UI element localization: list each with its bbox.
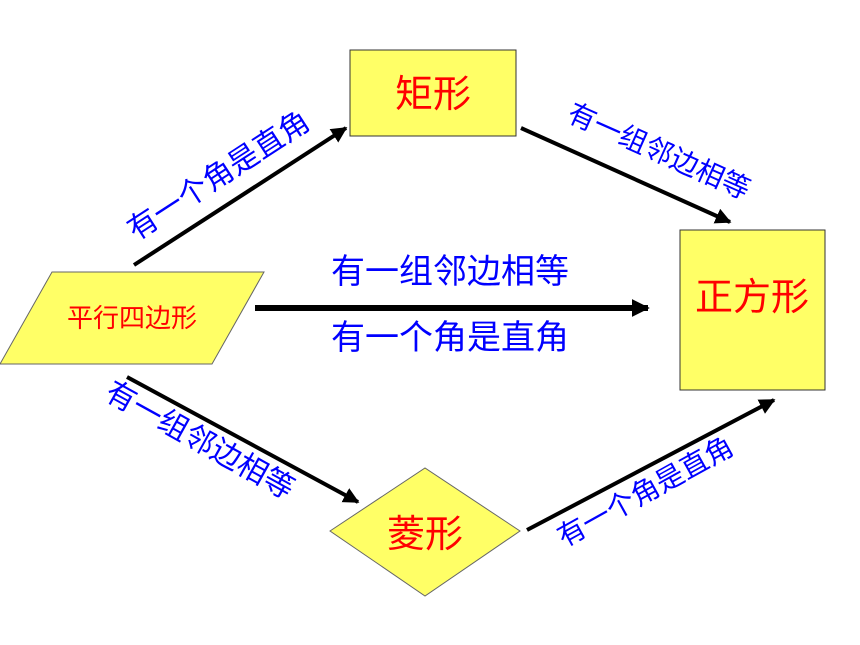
edge-label-para-to-square-line1: 有一组邻边相等	[331, 252, 569, 292]
arrow-rhombus-to-square	[526, 398, 776, 532]
arrow-para-to-rect	[132, 126, 348, 267]
rhombus-label: 菱形	[387, 512, 463, 556]
rectangle-shape	[349, 49, 517, 137]
edge-label-para-to-rect: 有一个角是直角	[121, 104, 316, 248]
edge-label-para-to-square-line2: 有一个角是直角	[331, 318, 569, 358]
edge-label-para-to-rhombus: 有一组邻边相等	[99, 374, 300, 506]
rhombus-shape	[329, 467, 521, 597]
parallelogram-label: 平行四边形	[67, 304, 197, 334]
parallelogram-shape	[0, 271, 265, 365]
arrow-rect-to-square	[520, 126, 732, 224]
edge-label-rhombus-to-square: 有一个角是直角	[552, 430, 739, 554]
rectangle-label: 矩形	[395, 72, 471, 116]
arrow-para-to-rhombus	[126, 375, 360, 504]
square-shape	[679, 229, 826, 391]
square-label: 正方形	[695, 275, 809, 319]
